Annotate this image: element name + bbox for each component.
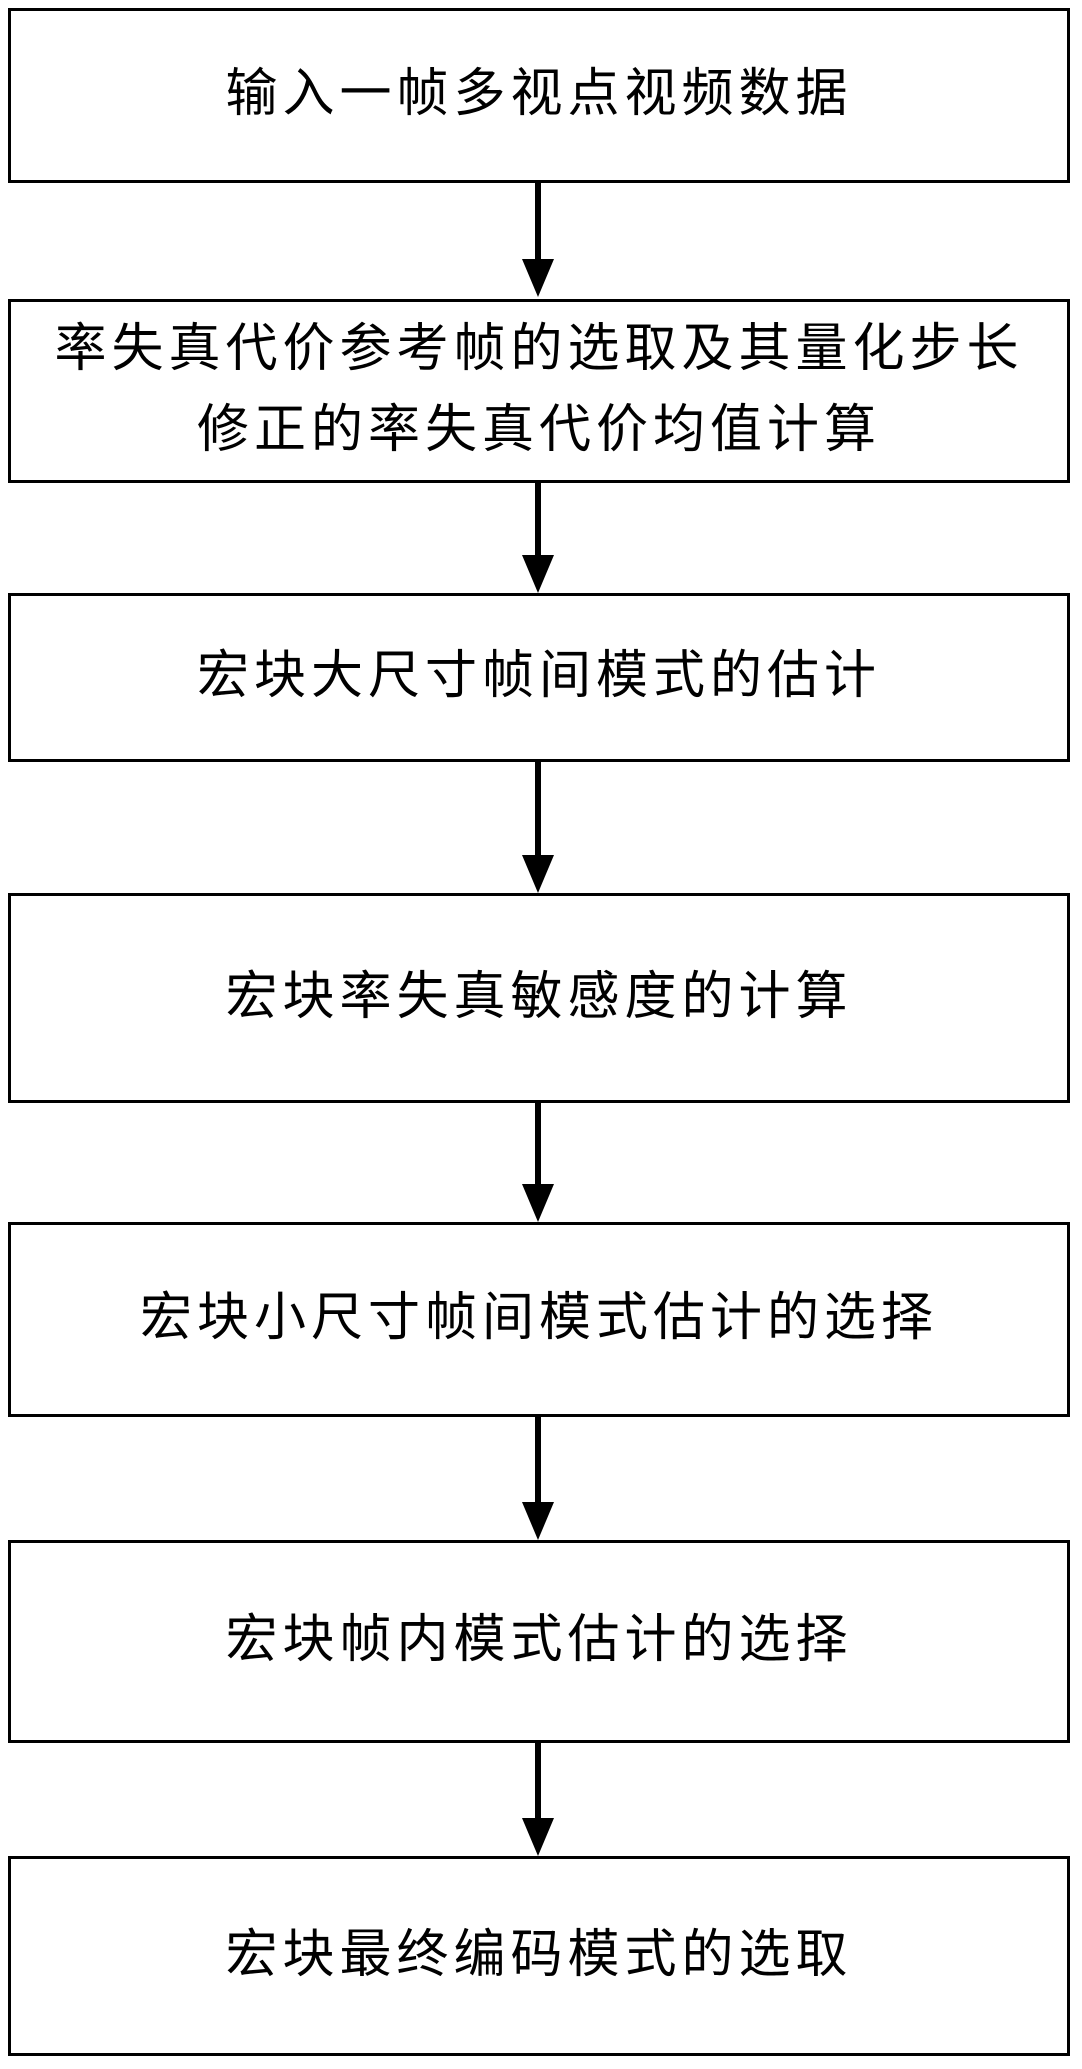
step-box-final-coding-mode-selection: 宏块最终编码模式的选取 bbox=[8, 1856, 1070, 2056]
down-arrow-stem bbox=[535, 183, 541, 259]
step-label: 宏块小尺寸帧间模式估计的选择 bbox=[139, 1290, 938, 1348]
step-box-input-frame: 输入一帧多视点视频数据 bbox=[8, 8, 1070, 183]
down-arrow-icon bbox=[522, 1502, 554, 1540]
step-box-small-inter-mode-selection: 宏块小尺寸帧间模式估计的选择 bbox=[8, 1222, 1070, 1417]
down-arrow-stem bbox=[535, 1743, 541, 1818]
down-arrow-icon bbox=[522, 855, 554, 893]
step-box-rd-cost-reference-selection: 率失真代价参考帧的选取及其量化步长 修正的率失真代价均值计算 bbox=[8, 299, 1070, 483]
down-arrow-icon bbox=[522, 555, 554, 593]
down-arrow-icon bbox=[522, 259, 554, 297]
down-arrow-icon bbox=[522, 1184, 554, 1222]
step-label: 输入一帧多视点视频数据 bbox=[225, 66, 853, 124]
step-box-rd-sensitivity-calculation: 宏块率失真敏感度的计算 bbox=[8, 893, 1070, 1103]
step-label: 宏块大尺寸帧间模式的估计 bbox=[196, 648, 881, 706]
down-arrow-stem bbox=[535, 483, 541, 555]
step-label: 宏块帧内模式估计的选择 bbox=[225, 1612, 853, 1670]
step-box-intra-mode-selection: 宏块帧内模式估计的选择 bbox=[8, 1540, 1070, 1743]
step-label: 修正的率失真代价均值计算 bbox=[196, 402, 881, 459]
down-arrow-icon bbox=[522, 1818, 554, 1856]
down-arrow-stem bbox=[535, 1417, 541, 1502]
down-arrow-stem bbox=[535, 762, 541, 855]
step-label: 宏块率失真敏感度的计算 bbox=[225, 968, 853, 1026]
step-box-large-inter-mode-estimation: 宏块大尺寸帧间模式的估计 bbox=[8, 593, 1070, 762]
step-label: 率失真代价参考帧的选取及其量化步长 bbox=[54, 321, 1024, 379]
down-arrow-stem bbox=[535, 1103, 541, 1184]
step-label: 宏块最终编码模式的选取 bbox=[225, 1926, 853, 1984]
